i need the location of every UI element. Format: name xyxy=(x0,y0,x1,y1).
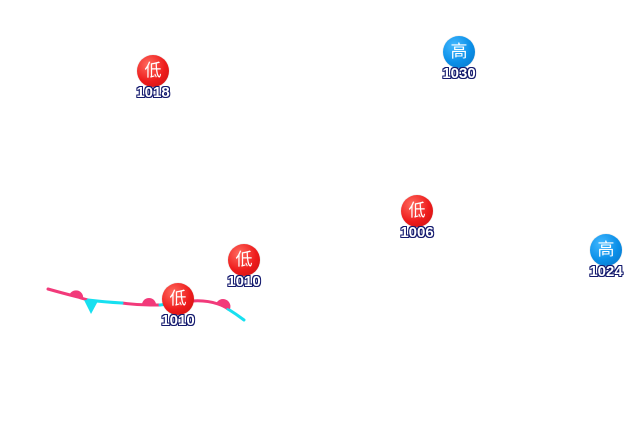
low-pressure-marker[interactable]: 低 1006 xyxy=(387,195,447,241)
front-cold-triangle xyxy=(84,300,98,314)
high-pressure-icon: 高 xyxy=(590,234,622,266)
high-pressure-marker[interactable]: 高 1030 xyxy=(429,36,489,82)
front-warm-semicircle xyxy=(216,299,231,309)
low-pressure-icon: 低 xyxy=(162,283,194,315)
low-pressure-marker[interactable]: 低 1010 xyxy=(214,244,274,290)
high-pressure-marker[interactable]: 高 1024 xyxy=(576,234,636,280)
pressure-label: 1024 xyxy=(589,263,623,280)
front-warm-semicircle xyxy=(69,290,84,299)
low-pressure-icon: 低 xyxy=(137,55,169,87)
low-pressure-marker[interactable]: 低 1018 xyxy=(123,55,183,101)
high-pressure-icon: 高 xyxy=(443,36,475,68)
low-pressure-icon: 低 xyxy=(401,195,433,227)
front-cold-segment xyxy=(86,298,124,305)
low-pressure-marker[interactable]: 低 1010 xyxy=(148,283,208,329)
pressure-label: 1006 xyxy=(400,224,434,241)
front-warm-semicircle xyxy=(142,298,156,305)
low-pressure-icon: 低 xyxy=(228,244,260,276)
pressure-label: 1018 xyxy=(136,84,170,101)
pressure-label: 1010 xyxy=(161,312,195,329)
pressure-label: 1030 xyxy=(442,65,476,82)
front-cold-segment xyxy=(226,307,246,322)
pressure-label: 1010 xyxy=(227,273,261,290)
